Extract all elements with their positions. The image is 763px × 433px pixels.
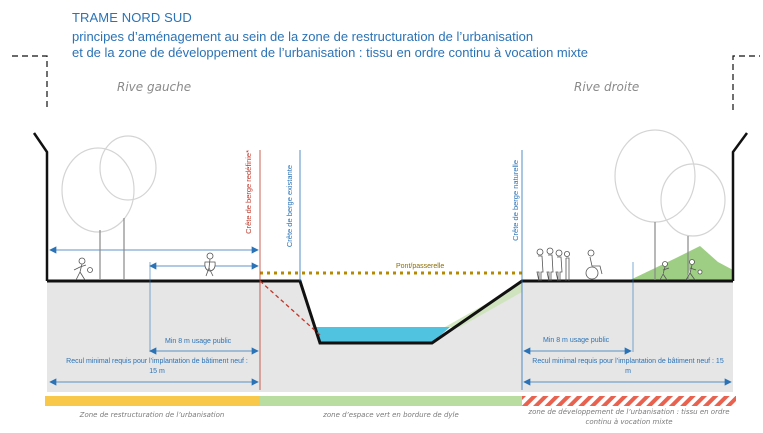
left-dashed-outline xyxy=(12,55,48,110)
crete-existante-label: Crête de berge existante xyxy=(285,165,294,248)
min-8m-right-label: Min 8 m usage public xyxy=(543,337,610,344)
trees-left xyxy=(61,135,157,280)
crete-redefinie-label: Crête de berge redéfinie* xyxy=(244,150,253,234)
ground-area xyxy=(47,281,733,392)
left-bank-label: Rive gauche xyxy=(117,80,192,94)
trees-right xyxy=(614,129,726,280)
zone-restructuration-label: Zone de restructuration de l’urbanisatio… xyxy=(79,411,225,419)
terrain-profile xyxy=(47,279,733,345)
diagram-title: TRAME NORD SUD xyxy=(72,10,192,25)
zone-espace-vert-label: zone d’espace vert en bordure de dyle xyxy=(323,411,459,419)
zone-band-restructuration xyxy=(45,396,260,406)
zone-developpement-label: zone de développement de l’urbanisation … xyxy=(528,408,730,426)
diagram-subtitle-line1: principes d’aménagement au sein de la zo… xyxy=(72,29,534,44)
zone-band-espace-vert xyxy=(260,396,522,406)
recul-left-label: Recul minimal requis pour l’implantation… xyxy=(66,358,248,375)
right-building-wall xyxy=(731,132,749,281)
recul-right-label: Recul minimal requis pour l’implantation… xyxy=(532,358,724,375)
bridge-label: Pont/passerelle xyxy=(396,263,445,270)
right-dashed-outline xyxy=(732,55,760,110)
zone-band-developpement xyxy=(522,396,736,406)
crete-naturelle-label: Crête de berge naturelle xyxy=(511,160,520,241)
dimension-arrows xyxy=(49,246,732,386)
people-left xyxy=(73,252,216,281)
green-hill-right xyxy=(628,246,733,281)
diagram-subtitle-line2: et de la zone de développement de l’urba… xyxy=(72,45,588,60)
river-water xyxy=(313,327,450,343)
left-building-wall xyxy=(32,132,49,281)
min-8m-left-label: Min 8 m usage public xyxy=(165,338,232,345)
right-bank-label: Rive droite xyxy=(574,80,640,94)
people-right xyxy=(536,247,703,282)
